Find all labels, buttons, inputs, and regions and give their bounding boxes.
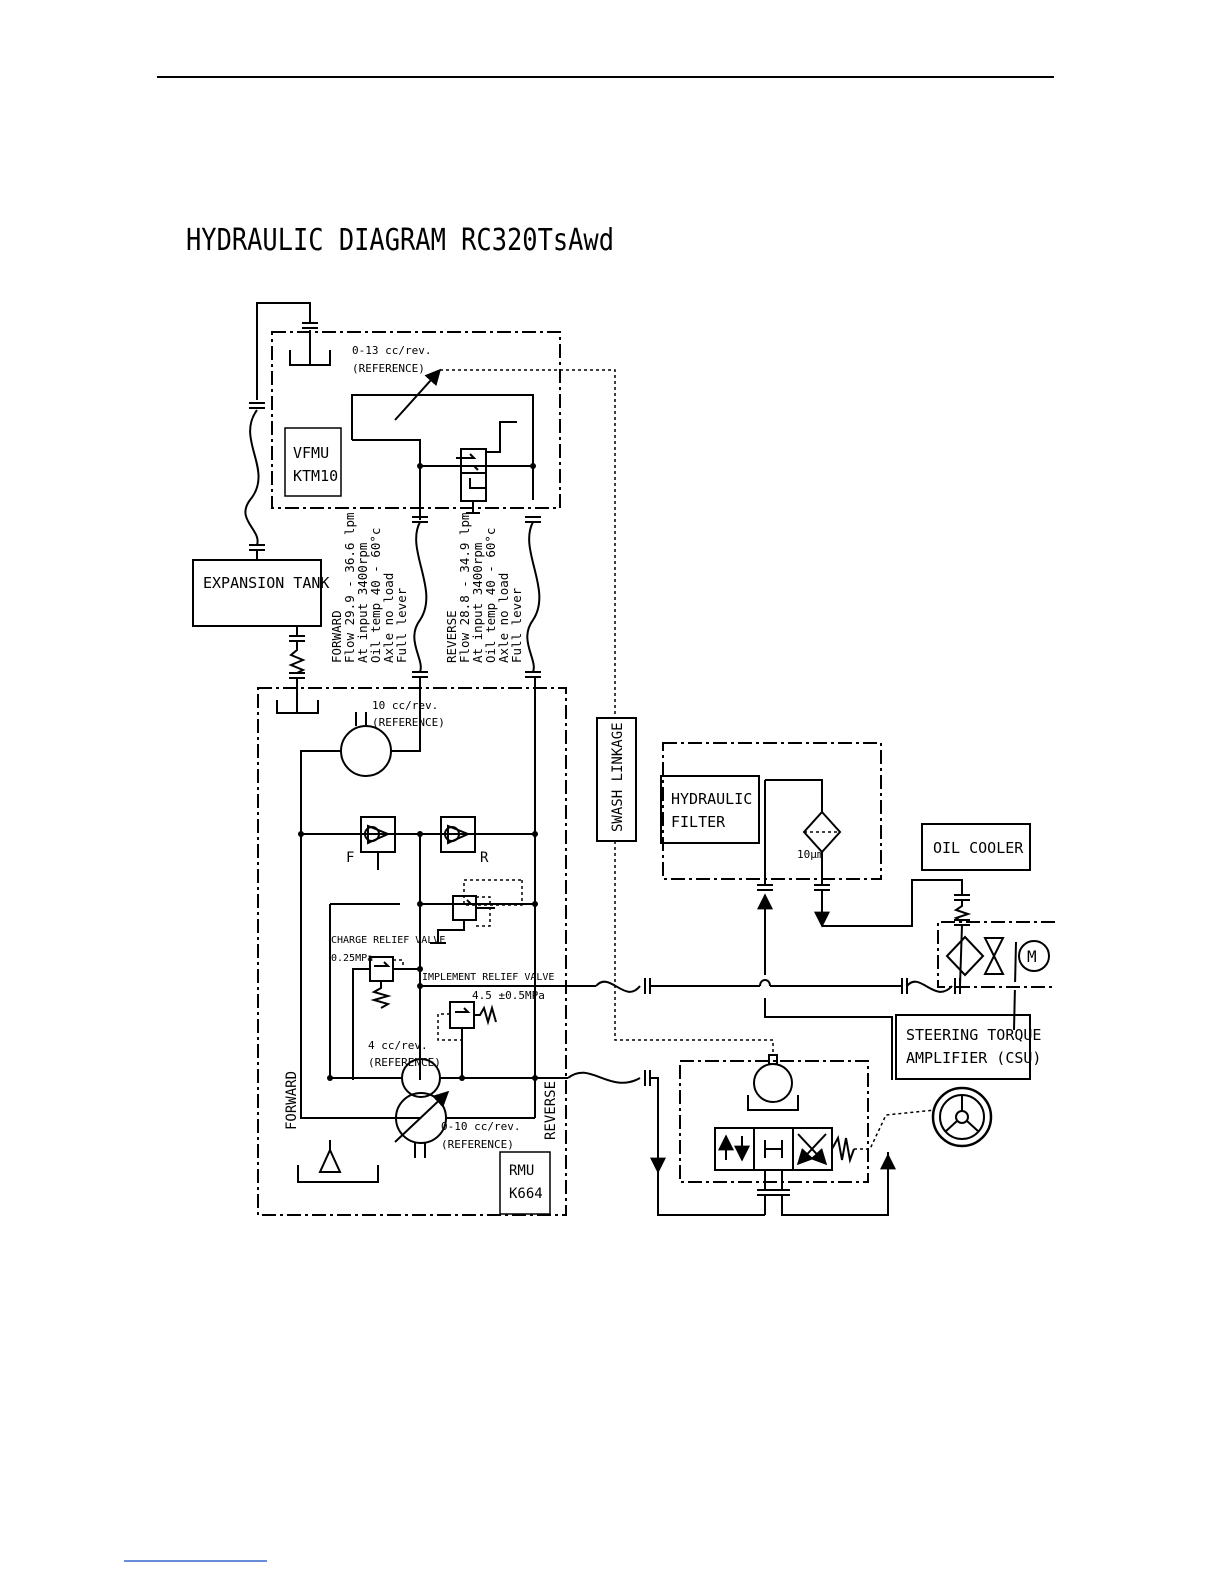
- check-valve-r-label: R: [480, 850, 489, 866]
- rmu-module-boundary: [257, 687, 567, 1216]
- implement-relief-label: IMPLEMENT RELIEF VALVE: [422, 972, 554, 983]
- charge-relief-label: CHARGE RELIEF VALVE: [331, 935, 445, 946]
- main-pump-reference: (REFERENCE): [441, 1138, 514, 1151]
- reverse-spec-line: Flow 28.8 - 34.9 lpm: [457, 512, 472, 663]
- swash-linkage-label: SWASH LINKAGE: [610, 722, 626, 832]
- vfmu-label-box: [284, 427, 342, 497]
- reverse-spec-line: REVERSE: [444, 610, 459, 663]
- rmu-motor-reference: (REFERENCE): [372, 716, 445, 729]
- pump-variable-arrow-icon: [394, 1090, 450, 1143]
- reverse-spec-line: At input 3400rpm: [470, 543, 485, 663]
- forward-spec-line: At input 3400rpm: [355, 543, 370, 663]
- oil-cooler-exchanger-icon: [945, 935, 985, 977]
- check-valve-r: [440, 816, 476, 853]
- charge-pump-reference: (REFERENCE): [368, 1056, 441, 1069]
- implement-relief-valve: [449, 1001, 475, 1029]
- forward-spec-line: Flow 29.9 - 36.6 lpm: [342, 512, 357, 663]
- rmu-name: RMU: [509, 1163, 534, 1179]
- expansion-tank-label: EXPANSION TANK: [203, 574, 329, 592]
- rmu-tank-icon: [276, 700, 319, 714]
- vfmu-control-valve: [460, 448, 487, 474]
- check-valve-f-label: F: [346, 850, 354, 866]
- rmu-sump-icon: [297, 1165, 379, 1183]
- forward-spec-block: FORWARD Flow 29.9 - 36.6 lpm At input 34…: [329, 512, 409, 663]
- forward-direction-label: FORWARD: [284, 1071, 300, 1130]
- variable-arrow-icon: [394, 368, 442, 421]
- cooler-fan-icon: [983, 937, 1005, 975]
- hydraulic-filter-boundary: [662, 742, 882, 880]
- hydraulic-filter-label-2: FILTER: [671, 813, 726, 831]
- charge-pump-displacement: 4 cc/rev.: [368, 1039, 428, 1052]
- forward-spec-line: FORWARD: [329, 610, 344, 663]
- fan-motor-circle: [1018, 940, 1050, 972]
- charge-relief-valve: [369, 956, 394, 982]
- csu-label-box: [895, 1014, 1031, 1080]
- vfmu-name: VFMU: [293, 444, 329, 462]
- charge-relief-pressure: 0.25MPa: [331, 953, 373, 964]
- oil-cooler-boundary: [937, 921, 1055, 988]
- reverse-spec-line: Oil temp 40 - 60°c: [483, 528, 498, 663]
- vfmu-model: KTM10: [293, 467, 338, 485]
- junction-dots: [298, 463, 538, 1081]
- swash-linkage-line: [440, 369, 616, 718]
- vfmu-displacement: 0-13 cc/rev.: [352, 344, 431, 357]
- oil-cooler-box: [921, 823, 1031, 871]
- forward-spec-line: Axle no load: [381, 573, 396, 663]
- page-title: HYDRAULIC DIAGRAM RC320TsAwd: [186, 223, 614, 258]
- flex-hose-expansion: [244, 409, 260, 546]
- csu-boundary: [679, 1060, 869, 1183]
- rmu-label-box: [499, 1151, 551, 1215]
- pilot-relief-valve: [452, 895, 477, 921]
- suction-strainer-icon: [318, 1140, 342, 1173]
- reverse-spec-line: Axle no load: [496, 573, 511, 663]
- hydraulic-filter-label: HYDRAULIC: [671, 790, 752, 808]
- filter-rating: 10μm: [797, 848, 824, 861]
- steering-wheel-icon: [931, 1086, 993, 1148]
- hydraulic-filter-label-box: [660, 775, 760, 844]
- vfmu-displacement-reference: (REFERENCE): [352, 362, 425, 375]
- forward-spec-line: Oil temp 40 - 60°c: [368, 528, 383, 663]
- main-pump-displacement: 0-10 cc/rev.: [441, 1120, 520, 1133]
- fan-motor-label: M: [1027, 947, 1037, 966]
- rmu-motor-circle: [340, 725, 392, 777]
- reverse-spec-line: Full lever: [509, 587, 524, 663]
- reverse-spec-block: REVERSE Flow 28.8 - 34.9 lpm At input 34…: [444, 512, 524, 663]
- expansion-tank-box: [192, 559, 322, 627]
- csu-label: STEERING TORQUE: [906, 1026, 1041, 1044]
- oil-cooler-label: OIL COOLER: [933, 839, 1024, 857]
- implement-relief-pressure: 4.5 ±0.5MPa: [472, 989, 545, 1002]
- csu-metering-pump: [753, 1063, 793, 1103]
- reverse-direction-label: REVERSE: [543, 1081, 559, 1140]
- forward-spec-line: Full lever: [394, 587, 409, 663]
- vfmu-module-boundary: [271, 331, 561, 509]
- csu-label-2: AMPLIFIER (CSU): [906, 1049, 1041, 1067]
- rmu-motor-displacement: 10 cc/rev.: [372, 699, 438, 712]
- rmu-model: K664: [509, 1186, 543, 1202]
- swash-linkage-box: [596, 717, 637, 842]
